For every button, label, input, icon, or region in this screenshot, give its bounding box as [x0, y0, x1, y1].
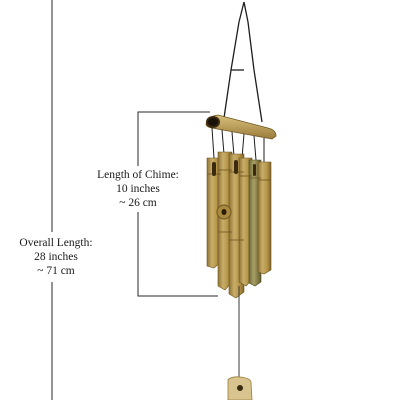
wind-catcher [227, 376, 253, 400]
chime-length-label: Length of Chime: 10 inches ~ 26 cm [88, 168, 188, 210]
overall-length-title: Overall Length: [19, 237, 93, 249]
bamboo-tube [257, 161, 272, 275]
bamboo-tube [217, 151, 233, 291]
overall-length-inches: 28 inches [34, 251, 78, 263]
overall-length-label: Overall Length: 28 inches ~ 71 cm [8, 236, 104, 278]
hanging-cord [223, 1, 263, 123]
bamboo-tubes [206, 151, 272, 299]
chime-length-cm: ~ 26 cm [119, 197, 157, 209]
chime-length-bracket-bottom [137, 212, 218, 297]
overall-length-cm: ~ 71 cm [37, 265, 75, 277]
chime-length-inches: 10 inches [116, 183, 160, 195]
chime-length-title: Length of Chime: [97, 169, 179, 181]
clapper-ring [216, 204, 232, 220]
bamboo-top-bar [205, 114, 277, 140]
chime-length-bracket-top [137, 111, 210, 166]
tube-strings [211, 127, 265, 162]
